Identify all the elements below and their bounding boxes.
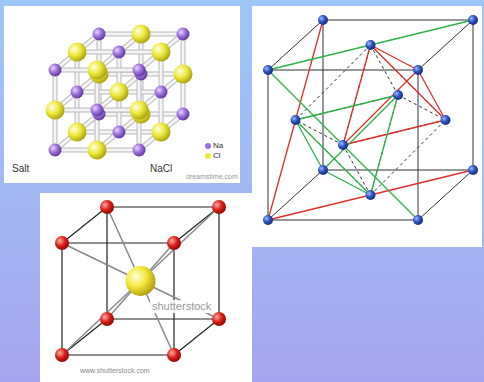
tetrahedron-line bbox=[268, 70, 418, 220]
lattice-atom bbox=[413, 65, 423, 75]
sodium-atom bbox=[113, 46, 126, 59]
body-diagonal bbox=[62, 207, 219, 355]
chlorine-atom bbox=[68, 123, 87, 142]
sodium-atom bbox=[133, 144, 146, 157]
corner-atom bbox=[212, 200, 226, 214]
sodium-atom bbox=[49, 64, 62, 77]
lattice-atom bbox=[263, 215, 273, 225]
cube-edge bbox=[418, 170, 473, 220]
legend-swatch bbox=[205, 153, 211, 159]
body-diagonal bbox=[62, 243, 219, 319]
lattice-atom bbox=[366, 190, 376, 200]
tetrahedron-line bbox=[343, 45, 371, 145]
lattice-atom bbox=[441, 115, 451, 125]
sodium-atom bbox=[91, 104, 104, 117]
cube-edge bbox=[218, 207, 219, 319]
cube-edge bbox=[62, 242, 174, 243]
tetrahedron-line bbox=[296, 95, 399, 120]
octahedron-line bbox=[371, 45, 446, 120]
cube-edge bbox=[268, 20, 323, 70]
cube-edge bbox=[107, 206, 219, 207]
cube-edge bbox=[106, 207, 107, 319]
corner-atom bbox=[55, 348, 69, 362]
chlorine-atom bbox=[110, 83, 129, 102]
tetrahedron-line bbox=[371, 45, 446, 120]
sodium-atom bbox=[93, 28, 106, 41]
legend-row: Na bbox=[205, 141, 223, 150]
sodium-atom bbox=[177, 28, 190, 41]
cube-edge bbox=[418, 20, 473, 70]
legend-row: Cl bbox=[205, 151, 221, 160]
cube-edge bbox=[61, 243, 62, 355]
chlorine-atom bbox=[174, 65, 193, 84]
lattice-atom bbox=[393, 90, 403, 100]
chlorine-atom bbox=[152, 43, 171, 62]
corner-atom bbox=[100, 312, 114, 326]
corner-atom bbox=[55, 236, 69, 250]
tetrahedron-line bbox=[268, 20, 323, 220]
sodium-atom bbox=[71, 86, 84, 99]
watermark: www.shutterstock.com bbox=[80, 367, 150, 375]
watermark: shutterstock bbox=[150, 300, 213, 313]
chlorine-atom bbox=[68, 43, 87, 62]
legend-text: Cl bbox=[213, 151, 221, 160]
cube-edge bbox=[268, 170, 323, 220]
cube-edge bbox=[323, 20, 473, 21]
tetrahedron-line bbox=[296, 120, 371, 195]
tetrahedron-line bbox=[268, 170, 473, 220]
sodium-atom bbox=[133, 64, 146, 77]
watermark: dreamstime.com bbox=[186, 173, 238, 181]
corner-atom bbox=[167, 236, 181, 250]
octahedron-line bbox=[296, 120, 371, 195]
octahedron-line bbox=[371, 95, 399, 195]
cube-edge bbox=[174, 319, 219, 355]
sodium-atom bbox=[113, 126, 126, 139]
chlorine-atom bbox=[88, 141, 107, 160]
octahedron-line bbox=[296, 95, 399, 120]
chlorine-atom bbox=[130, 101, 149, 120]
corner-atom bbox=[100, 200, 114, 214]
center-atom bbox=[126, 266, 156, 296]
chlorine-atom bbox=[88, 61, 107, 80]
cube-edge bbox=[473, 20, 474, 170]
chlorine-atom bbox=[132, 25, 151, 44]
octahedron-line bbox=[343, 45, 371, 145]
tetrahedron-line bbox=[343, 120, 446, 145]
tetrahedron-line bbox=[371, 45, 419, 70]
corner-atom bbox=[167, 348, 181, 362]
cube-edge bbox=[62, 354, 174, 355]
lattice-atom bbox=[291, 115, 301, 125]
cube-edge bbox=[107, 318, 219, 319]
lattice-atom bbox=[318, 15, 328, 25]
lattice-atom bbox=[366, 40, 376, 50]
chlorine-atom bbox=[152, 123, 171, 142]
legend-swatch bbox=[205, 143, 211, 149]
lattice-atom bbox=[468, 165, 478, 175]
lattice-atom bbox=[468, 15, 478, 25]
sodium-atom bbox=[49, 144, 62, 157]
cube-edge bbox=[268, 70, 269, 220]
sodium-atom bbox=[177, 108, 190, 121]
lattice-atom bbox=[318, 165, 328, 175]
sodium-atom bbox=[155, 86, 168, 99]
tetrahedron-line bbox=[418, 70, 446, 120]
lattice-atom bbox=[263, 65, 273, 75]
tetrahedron-line bbox=[323, 170, 371, 195]
cube-edge bbox=[173, 243, 174, 355]
lattice-atom bbox=[413, 215, 423, 225]
cube-edge bbox=[268, 220, 418, 221]
corner-atom bbox=[212, 312, 226, 326]
legend-text: Na bbox=[213, 141, 223, 150]
lattice-atom bbox=[338, 140, 348, 150]
cube-edge bbox=[62, 207, 107, 243]
tetrahedron-line bbox=[268, 20, 473, 70]
figure-label: NaCl bbox=[150, 163, 172, 175]
body-diagonal bbox=[107, 207, 174, 355]
tetrahedron-line bbox=[296, 120, 324, 170]
tetrahedron-line bbox=[371, 95, 399, 195]
chlorine-atom bbox=[46, 101, 65, 120]
figure-label: Salt bbox=[12, 163, 29, 175]
octahedron-line bbox=[343, 120, 446, 145]
